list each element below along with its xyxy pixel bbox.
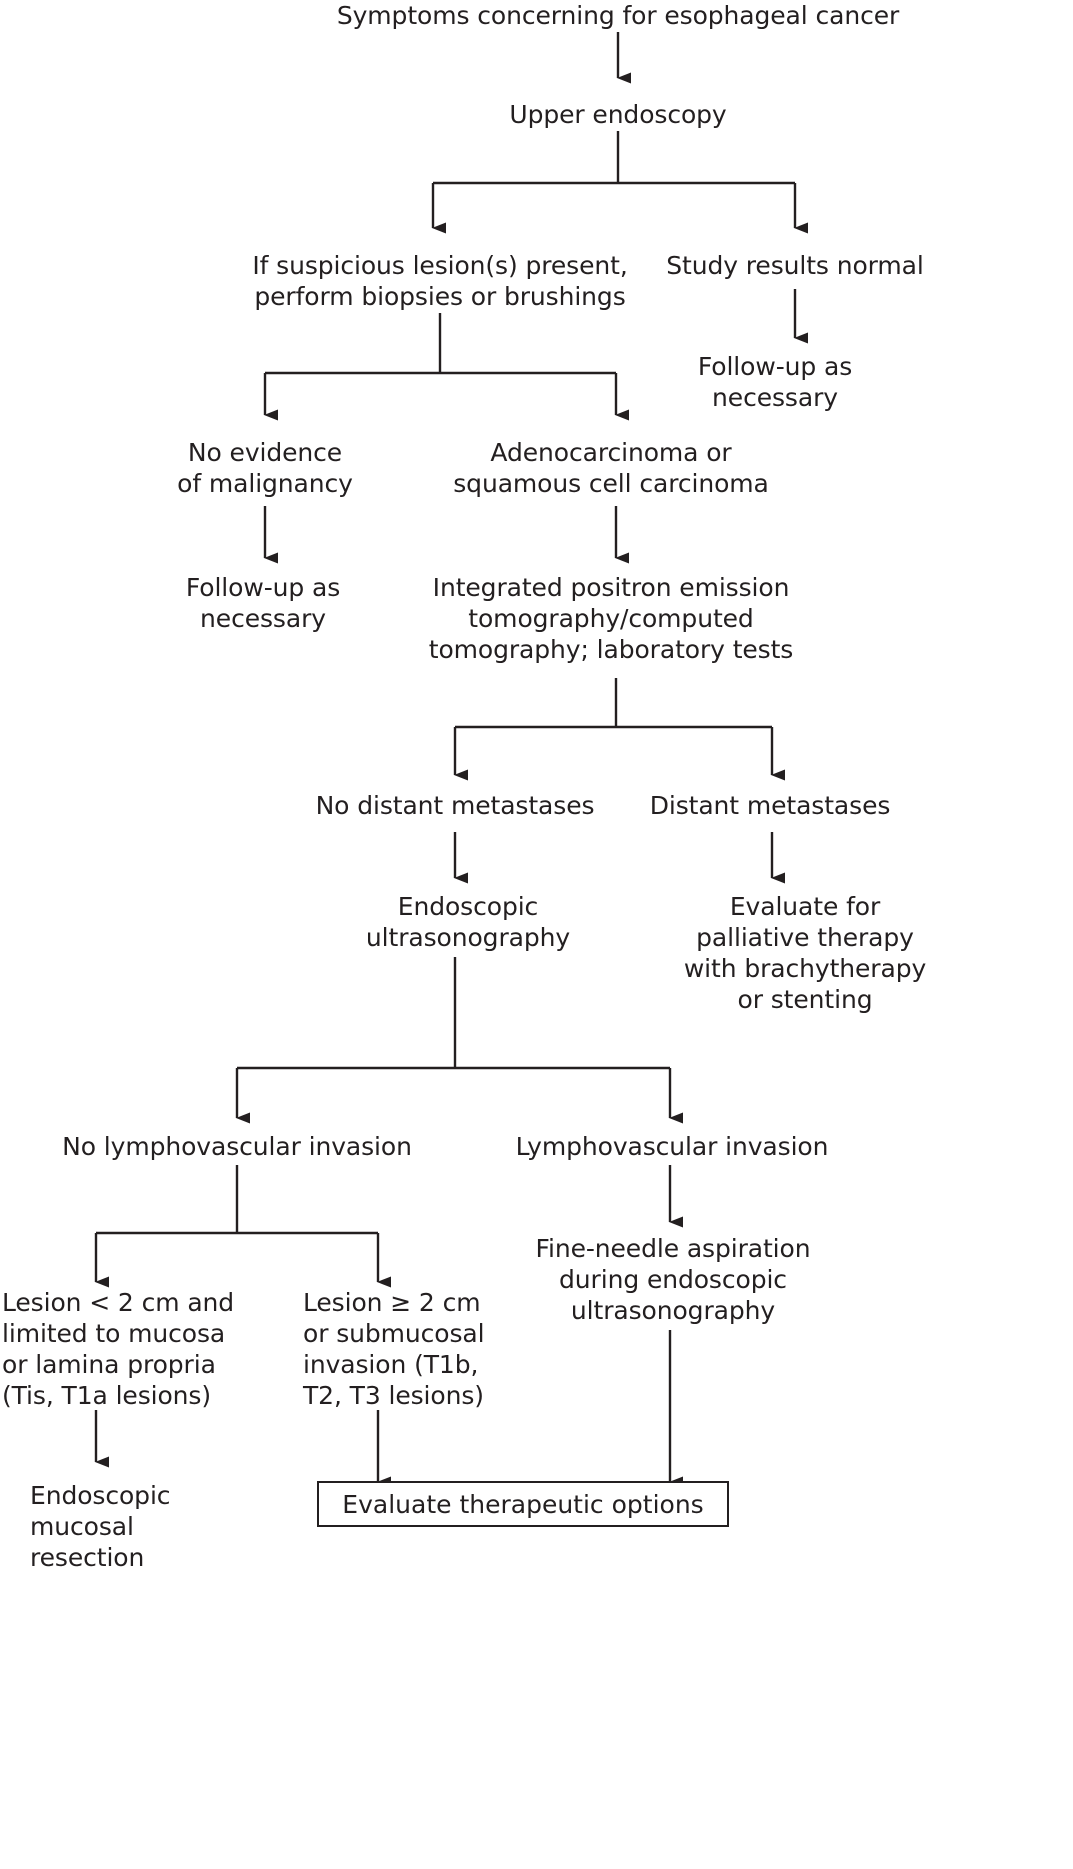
node-palliative-therapy: Evaluate for palliative therapy with bra… xyxy=(683,892,927,1014)
node-symptoms: Symptoms concerning for esophageal cance… xyxy=(336,1,900,30)
node-carcinoma: Adenocarcinoma or squamous cell carcinom… xyxy=(453,438,769,498)
node-small-lesion: Lesion < 2 cm and limited to mucosa or l… xyxy=(2,1288,235,1410)
node-followup-normal: Follow-up as necessary xyxy=(697,352,853,412)
node-endoscopic-ultrasonography: Endoscopic ultrasonography xyxy=(365,892,571,952)
node-fine-needle-aspiration: Fine-needle aspiration during endoscopic… xyxy=(535,1234,811,1325)
node-no-lymphovascular-invasion: No lymphovascular invasion xyxy=(62,1132,412,1161)
node-no-distant-metastases: No distant metastases xyxy=(315,791,595,820)
node-pet-ct: Integrated positron emission tomography/… xyxy=(428,573,794,664)
node-lymphovascular-invasion: Lymphovascular invasion xyxy=(515,1132,829,1161)
node-distant-metastases: Distant metastases xyxy=(649,791,891,820)
node-endoscopic-mucosal-resection: Endoscopic mucosal resection xyxy=(30,1481,171,1572)
evaluate-options-label: Evaluate therapeutic options xyxy=(342,1489,704,1519)
node-large-lesion: Lesion ≥ 2 cm or submucosal invasion (T1… xyxy=(303,1288,485,1410)
node-study-results-normal: Study results normal xyxy=(666,251,924,280)
node-upper-endoscopy: Upper endoscopy xyxy=(509,100,727,129)
node-evaluate-therapeutic-options: Evaluate therapeutic options xyxy=(317,1481,729,1527)
node-followup-benign: Follow-up as necessary xyxy=(185,573,341,633)
node-suspicious-lesion: If suspicious lesion(s) present, perform… xyxy=(252,251,628,311)
node-no-evidence-malignancy: No evidence of malignancy xyxy=(177,438,353,498)
